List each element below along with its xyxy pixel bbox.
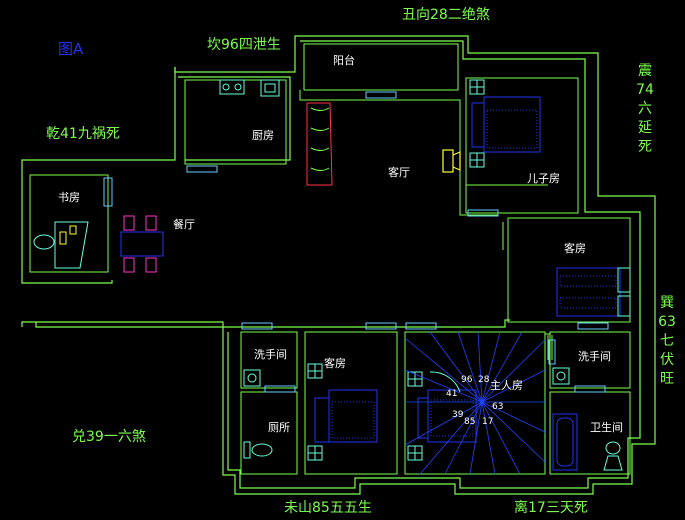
direction-left: 乾41九祸死 xyxy=(46,126,120,142)
room-kitchen: 厨房 xyxy=(252,129,274,142)
direction-top-left: 坎96四泄生 xyxy=(207,37,281,53)
compass-number: 96 xyxy=(461,375,473,385)
son-bedroom-furniture xyxy=(469,79,541,168)
outer-walls xyxy=(21,35,656,495)
compass-number: 41 xyxy=(446,389,458,399)
master-bedroom-furniture xyxy=(407,371,477,461)
left-bath-fixtures xyxy=(243,369,273,459)
sofa xyxy=(306,102,333,186)
direction-bottom-center: 未山85五五生 xyxy=(284,500,372,516)
room-study: 书房 xyxy=(58,191,80,204)
guest-bottom-furniture xyxy=(307,363,378,461)
windows xyxy=(103,91,609,393)
room-son: 儿子房 xyxy=(527,172,560,185)
direction-bottom-left: 兑39一六煞 xyxy=(72,429,146,445)
direction-top: 丑向28二绝煞 xyxy=(402,7,490,23)
dining-set xyxy=(120,215,164,273)
compass-number: 39 xyxy=(452,410,464,420)
lamp xyxy=(442,149,461,173)
right-bath-fixtures xyxy=(552,367,623,471)
room-living: 客厅 xyxy=(388,166,410,179)
study-furniture xyxy=(33,221,89,269)
compass-lines xyxy=(404,331,546,475)
compass-number: 17 xyxy=(482,417,494,427)
room-wash-right: 洗手间 xyxy=(578,350,611,363)
guest-room-furniture xyxy=(556,267,631,317)
kitchen-fixtures xyxy=(219,79,280,97)
room-bath: 卫生间 xyxy=(590,421,623,434)
room-guest-bottom: 客房 xyxy=(324,357,346,370)
compass-number: 85 xyxy=(464,417,476,427)
interior-walls xyxy=(29,43,631,475)
direction-right-top: 震74六延死 xyxy=(636,63,654,155)
drawing-title: 图A xyxy=(58,40,84,58)
room-toilet-left: 厕所 xyxy=(268,421,290,434)
compass-number: 28 xyxy=(478,375,490,385)
compass-number: 63 xyxy=(492,402,504,412)
direction-right-bottom: 巽63七伏旺 xyxy=(658,295,676,387)
room-balcony: 阳台 xyxy=(333,54,355,67)
room-guest-right: 客房 xyxy=(564,242,586,255)
room-dining: 餐厅 xyxy=(173,218,195,231)
room-wash-left: 洗手间 xyxy=(254,348,287,361)
direction-bottom-right: 离17三天死 xyxy=(514,500,588,516)
room-master: 主人房 xyxy=(490,379,523,392)
